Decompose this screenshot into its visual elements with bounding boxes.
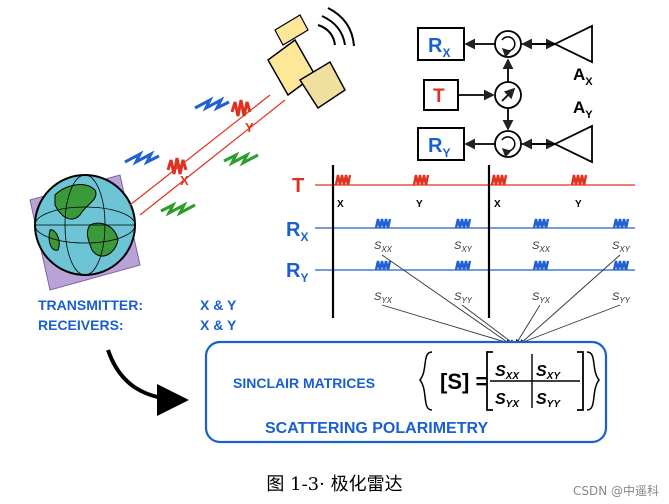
transmit-pulse-1 [334,174,352,186]
legend-transmitter-label: TRANSMITTER: [38,297,143,313]
antenna-x-label: AX [573,65,593,88]
beam-x-label: X [180,173,189,188]
transmit-pulse-3 [490,174,508,186]
circulator-bottom [494,130,522,158]
rx-bottom-label: RY [428,135,450,160]
rx-label-1: SXX [374,240,393,254]
result-box [204,340,608,444]
transmit-pulses [334,174,588,186]
matrix-s22: SYY [536,391,561,410]
matrix-s11: SXX [495,363,520,382]
convergence-arrows [381,254,621,346]
row-t-label: T [292,175,304,197]
row-ry-label: RY [286,260,308,285]
lightning-arrows-blue [124,96,230,166]
rx-label-2: SXY [454,240,473,254]
legend-receivers-value: X & Y [200,317,237,333]
beam-y-label: Y [245,120,254,135]
pulse-label-x-2: X [494,199,501,210]
rx-label-3: SXX [532,240,551,254]
receive-y-pulse-2 [454,260,472,271]
circulator-top [494,30,522,58]
transmit-pulse-4 [570,174,588,186]
receive-y-pulse-3 [532,260,550,271]
transmit-pulse-2 [412,174,430,186]
matrix-lhs: [S] = [440,369,488,394]
rx-bottom-box [417,127,465,161]
receive-y-pulse-4 [612,260,630,271]
legend-transmitter-value: X & Y [200,297,237,313]
sinclair-matrix: [S] = SXX SXY SYX SYY [419,351,600,411]
matrix-s21: SYX [495,391,520,410]
earth-icon [29,174,141,291]
satellite-icon [267,7,355,110]
receive-x-pulse-4 [612,218,630,229]
ry-label-1: SYX [374,291,393,305]
beam-pulse-y [230,99,252,117]
block-diagram: RX T RY AX AY [417,24,593,164]
figure-caption: 图 1-3· 极化雷达 [266,474,403,495]
antenna-x-icon [552,24,593,64]
beam-pulse-x [166,157,188,175]
receive-y-pulses [374,260,630,271]
antenna-y-icon [552,124,593,164]
sinclair-label: SINCLAIR MATRICES [233,375,375,391]
receive-x-pulse-3 [532,218,550,229]
watermark: CSDN @中遥科 [572,484,659,498]
ry-label-2: SYY [454,291,473,305]
pulse-label-y-1: Y [416,199,423,210]
beam-lines [129,94,286,216]
transmitter-label: T [433,86,445,107]
receive-y-pulse-1 [374,260,392,271]
ry-label-3: SYX [532,291,551,305]
receive-x-pulse-1 [374,218,392,229]
transmitter-box [423,79,459,111]
rx-top-label: RX [428,35,450,60]
receive-x-pulses [374,218,630,229]
legend-receivers-label: RECEIVERS: [38,317,124,333]
scattering-title: SCATTERING POLARIMETRY [265,420,488,437]
rx-label-4: SXY [612,240,631,254]
receive-x-pulse-2 [454,218,472,229]
timing-diagram: T RX RY X Y X Y SXX SXY SXX SXY SYX SYY … [286,165,635,318]
pulse-label-x-1: X [337,199,344,210]
pulse-label-y-2: Y [575,199,582,210]
matrix-s12: SXY [536,363,561,382]
lightning-arrows-green [160,151,259,217]
row-rx-label: RX [286,219,308,244]
rx-top-box [417,27,465,61]
antenna-y-label: AY [573,98,593,121]
curved-arrow-icon [106,349,189,416]
ry-label-4: SYY [612,291,631,305]
